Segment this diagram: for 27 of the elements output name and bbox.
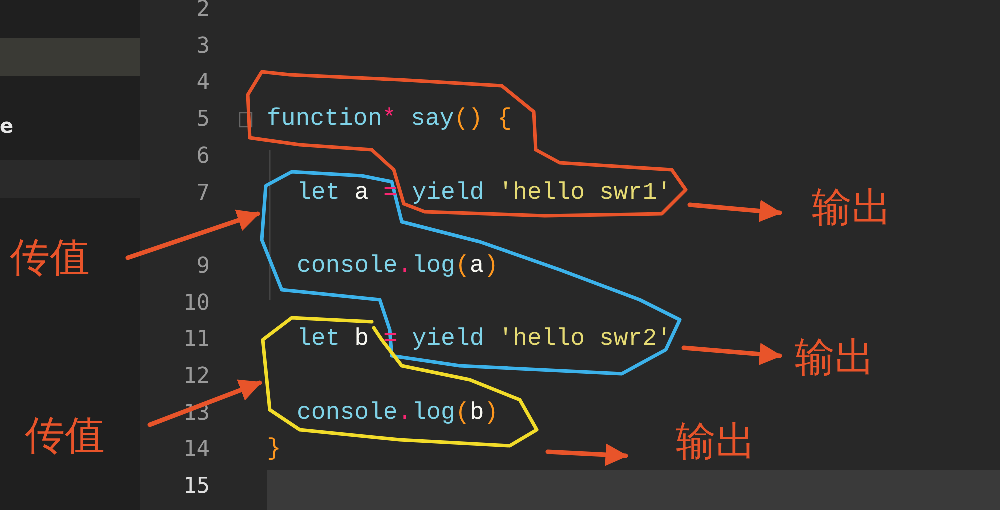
annotation-text: 输出 [795,334,875,382]
file-name-text: e [0,114,14,138]
arrow [546,444,628,466]
code-line: console.log(b) [297,398,499,429]
line-number: 9 [196,252,210,281]
line-number: 7 [196,180,210,208]
arrow [148,380,262,428]
line-number: 5 [196,106,210,134]
line-number: 6 [196,142,210,171]
annotation-text: 输出 [812,184,892,232]
line-number: 3 [196,32,210,61]
line-number: 11 [182,326,210,354]
arrow [688,200,782,222]
line-number: 2 [196,0,210,24]
annotation-text: 传值 [10,234,90,282]
code-line: function* say() { [267,105,512,136]
annotation-text: 输出 [676,418,756,466]
code-line: console.log(a) [297,252,499,282]
line-number: 15 [182,473,210,502]
line-number: 14 [182,436,210,464]
line-number: 4 [196,69,210,98]
annotation-text: 传值 [25,412,105,460]
line-number: 10 [182,290,210,318]
arrow [126,210,260,260]
arrow [682,343,782,366]
code-line: } [267,435,282,466]
line-number: 12 [182,363,210,391]
